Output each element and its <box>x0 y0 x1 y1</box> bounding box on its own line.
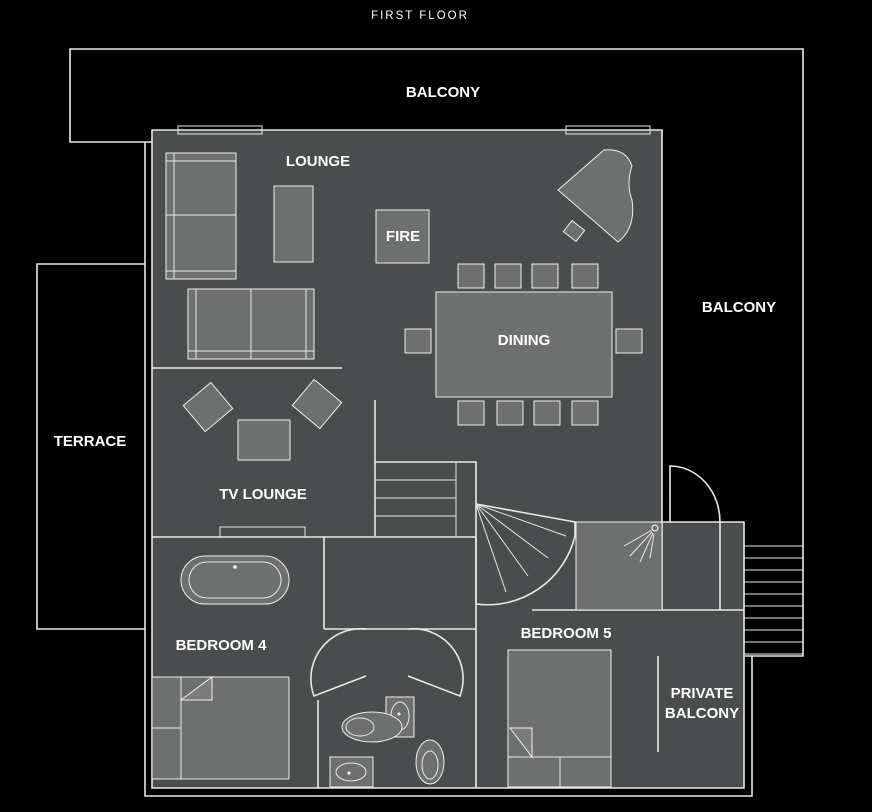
exterior-stairs <box>743 545 804 655</box>
lounge-coffee-table <box>273 185 314 263</box>
shower-head-icon <box>623 524 659 563</box>
label-private-balcony-1: PRIVATE <box>671 685 734 702</box>
interior-staircase <box>375 461 576 606</box>
bedroom4-bed <box>151 676 290 780</box>
label-terrace: TERRACE <box>54 433 127 450</box>
bathtub <box>180 555 290 605</box>
main-floor-outline <box>151 129 745 789</box>
dining-table <box>435 291 613 398</box>
lounge-sofa-left <box>165 152 237 280</box>
tv-lounge-table <box>237 419 291 461</box>
window-right <box>565 125 651 135</box>
label-bedroom-4: BEDROOM 4 <box>176 637 268 654</box>
label-dining: DINING <box>498 332 551 349</box>
tv-lounge-armchairs <box>182 378 343 433</box>
window-left <box>177 125 263 135</box>
terrace-outline <box>36 263 145 630</box>
label-private-balcony-2: BALCONY <box>665 705 739 722</box>
floor-title: FIRST FLOOR <box>371 10 469 22</box>
grand-piano <box>557 149 634 243</box>
label-fire: FIRE <box>386 228 420 245</box>
label-balcony-top: BALCONY <box>406 84 480 101</box>
outer-wall-line <box>144 142 753 797</box>
tv-unit <box>219 526 306 538</box>
bathroom-fixtures <box>329 696 445 788</box>
label-tv-lounge: TV LOUNGE <box>219 486 307 503</box>
dining-chairs <box>404 263 643 426</box>
door-swing-bath-left <box>310 627 367 698</box>
lounge-sofa-bottom <box>187 288 315 360</box>
door-swing-exterior <box>669 465 721 523</box>
label-bedroom-5: BEDROOM 5 <box>521 625 612 642</box>
door-swing-bath-right <box>407 627 464 698</box>
label-balcony-right: BALCONY <box>702 299 776 316</box>
balcony-outline <box>69 48 804 657</box>
fireplace <box>375 209 430 264</box>
bedroom5-bed <box>507 649 612 788</box>
label-lounge: LOUNGE <box>286 153 350 170</box>
